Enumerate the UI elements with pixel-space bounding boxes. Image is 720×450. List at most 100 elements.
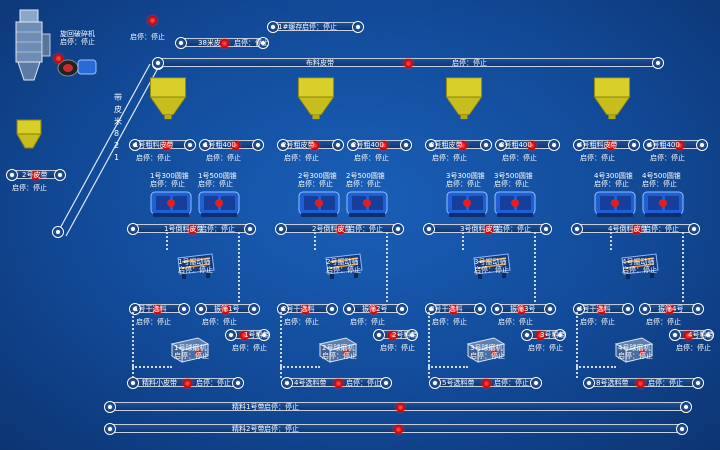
- belt-2-status: 启停：停止: [12, 184, 47, 192]
- fine-belt-1-indicator[interactable]: [396, 403, 405, 412]
- fine-small-belt-status: 启停：停止: [196, 379, 231, 387]
- distribution-belt-roller-left: [152, 57, 164, 69]
- line-3-belt-400-indicator[interactable]: [527, 141, 536, 150]
- line-3-belt-400-roller-right: [548, 139, 560, 151]
- line-3-crusher-500-status: 启停：停止: [494, 180, 529, 188]
- belt-38m-roller-right: [257, 37, 269, 49]
- belt-8-dry-roller-right: [692, 377, 704, 389]
- feeder-indicator[interactable]: [148, 16, 157, 25]
- line-1-flow-b: [238, 232, 240, 302]
- line-1-screen-belt-roller-left: [195, 303, 207, 315]
- line-3-mill[interactable]: [464, 334, 508, 364]
- line-4-mill-belt-indicator[interactable]: [684, 331, 693, 340]
- line-1-vibrating-screen[interactable]: [176, 250, 216, 280]
- line-2-collect-belt-label: 2号倒料皮带: [312, 225, 352, 233]
- line-2-crusher-300[interactable]: [296, 186, 342, 218]
- belt-2-indicator[interactable]: [31, 171, 40, 180]
- line-2-mill-belt-indicator[interactable]: [388, 331, 397, 340]
- belt-38m-indicator[interactable]: [220, 39, 229, 48]
- line-1-flow-d: [132, 366, 172, 368]
- buffer-belt-1-roller-right: [352, 21, 364, 33]
- belt-5-dry-indicator[interactable]: [482, 379, 491, 388]
- line-4-crusher-500[interactable]: [640, 186, 686, 218]
- line-1-belt-400-status: 启停：停止: [206, 154, 241, 162]
- line-1-mill-belt-status: 启停：停止: [232, 344, 267, 352]
- line-2-screen-belt-indicator[interactable]: [369, 305, 378, 314]
- line-4-mill-belt-roller-right: [702, 329, 714, 341]
- line-2-crusher-500[interactable]: [344, 186, 390, 218]
- line-1-collect-belt-roller-left: [127, 223, 139, 235]
- line-2-feed-belt-indicator[interactable]: [310, 141, 319, 150]
- line-4-crusher-300-status: 启停：停止: [594, 180, 629, 188]
- line-1-screen-belt-label: 振筛1号: [214, 305, 240, 313]
- line-2-screen-status: 启停：停止: [326, 266, 361, 274]
- line-4-belt-400-indicator[interactable]: [675, 141, 684, 150]
- line-3-crusher-300[interactable]: [444, 186, 490, 218]
- line-1-feed-belt-label: 1号粗料皮带: [134, 141, 174, 149]
- line-4-mill[interactable]: [612, 334, 656, 364]
- belt-8-dry-indicator[interactable]: [636, 379, 645, 388]
- belt-4-dry-indicator[interactable]: [334, 379, 343, 388]
- line-4-vibrating-screen[interactable]: [620, 250, 660, 280]
- line-2-dry-belt-status: 启停：停止: [284, 318, 319, 326]
- line-3-dry-belt-indicator[interactable]: [449, 305, 458, 314]
- line-4-screen-belt-status: 启停：停止: [646, 318, 681, 326]
- line-3-crusher-500[interactable]: [492, 186, 538, 218]
- line-1-crusher-500[interactable]: [196, 186, 242, 218]
- line-3-screen-belt-indicator[interactable]: [517, 305, 526, 314]
- line-4-collect-belt-roller-right: [688, 223, 700, 235]
- line-4-belt-400-label: 4号粗400: [648, 141, 680, 149]
- line-4-screen-status: 启停：停止: [622, 266, 657, 274]
- line-4-crusher-500-label: 4号500圆锥: [642, 172, 681, 180]
- belt-5-dry-roller-right: [530, 377, 542, 389]
- line-2-screen-belt-roller-left: [343, 303, 355, 315]
- line-2-mill[interactable]: [316, 334, 360, 364]
- distribution-belt-status: 启停：停止: [452, 59, 487, 67]
- line-1-crusher-300[interactable]: [148, 186, 194, 218]
- line-2-belt-400-status: 启停：停止: [354, 154, 389, 162]
- line-2-flow-b: [386, 232, 388, 302]
- line-2-dry-belt-indicator[interactable]: [301, 305, 310, 314]
- line-1-screen-belt-indicator[interactable]: [221, 305, 230, 314]
- line-3-flow-c: [428, 312, 430, 378]
- line-1-belt-400-indicator[interactable]: [231, 141, 240, 150]
- line-2-belt-400-roller-left: [347, 139, 359, 151]
- fine-belt-2-indicator[interactable]: [394, 425, 403, 434]
- line-4-crusher-300[interactable]: [592, 186, 638, 218]
- line-4-mill-status: 启停：停止: [618, 352, 653, 360]
- line-3-mill-belt-roller-left: [521, 329, 533, 341]
- gyratory-crusher-tower[interactable]: [8, 6, 108, 96]
- line-2-collect-belt-roller-right: [392, 223, 404, 235]
- line-1-mill[interactable]: [168, 334, 212, 364]
- line-4-collect-belt-indicator[interactable]: [632, 225, 641, 234]
- inclined-belt[interactable]: [50, 60, 160, 240]
- line-1-mill-belt-indicator[interactable]: [240, 331, 249, 340]
- line-4-belt-400-status: 启停：停止: [650, 154, 685, 162]
- line-2-collect-belt-indicator[interactable]: [336, 225, 345, 234]
- line-3-collect-belt-indicator[interactable]: [484, 225, 493, 234]
- line-3-feed-belt-indicator[interactable]: [458, 141, 467, 150]
- line-1-feed-belt-indicator[interactable]: [162, 141, 171, 150]
- line-4-screen-belt-indicator[interactable]: [665, 305, 674, 314]
- distribution-belt-indicator[interactable]: [404, 59, 413, 68]
- line-4-hopper: [593, 77, 631, 120]
- line-1-dry-belt-indicator[interactable]: [153, 305, 162, 314]
- line-1-collect-belt-indicator[interactable]: [188, 225, 197, 234]
- crusher-indicator[interactable]: [54, 54, 63, 63]
- line-4-dry-belt-indicator[interactable]: [597, 305, 606, 314]
- line-2-belt-400-indicator[interactable]: [379, 141, 388, 150]
- line-2-vibrating-screen[interactable]: [324, 250, 364, 280]
- line-2-collect-belt-roller-left: [275, 223, 287, 235]
- line-1-belt-400-roller-right: [252, 139, 264, 151]
- line-4-feed-belt-indicator[interactable]: [606, 141, 615, 150]
- fine-belt-2-roller-left: [104, 423, 116, 435]
- line-3-mill-belt-indicator[interactable]: [536, 331, 545, 340]
- line-1-collect-belt-label: 1号倒料皮带: [164, 225, 204, 233]
- belt-8-dry-status: 启停：停止: [648, 379, 683, 387]
- line-2-mill-belt-label: 2号料带: [392, 331, 418, 339]
- line-2-belt-400-label: 2号粗400: [352, 141, 384, 149]
- line-3-vibrating-screen[interactable]: [472, 250, 512, 280]
- line-3-mill-belt-label: 3号料带: [540, 331, 566, 339]
- fine-small-belt-indicator[interactable]: [183, 379, 192, 388]
